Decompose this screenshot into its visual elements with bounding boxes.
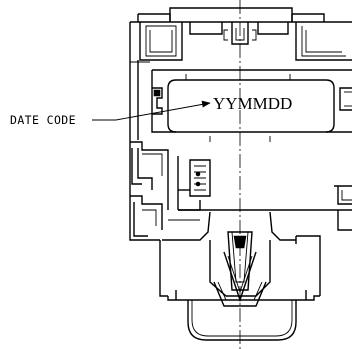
base-plate — [162, 209, 330, 241]
top-latch-row — [130, 7, 352, 61]
date-code-callout: DATE CODE YYMMDD — [10, 94, 292, 127]
leader-arrow — [201, 100, 211, 108]
callout-label: DATE CODE — [10, 113, 76, 127]
date-code-format-label: YYMMDD — [213, 94, 292, 113]
leader-line — [92, 102, 211, 121]
left-side-wall — [129, 22, 168, 297]
date-code-window — [151, 69, 352, 142]
right-side-wall — [295, 185, 352, 296]
bottom-foot — [167, 290, 320, 341]
left-latch-assembly — [130, 141, 211, 237]
